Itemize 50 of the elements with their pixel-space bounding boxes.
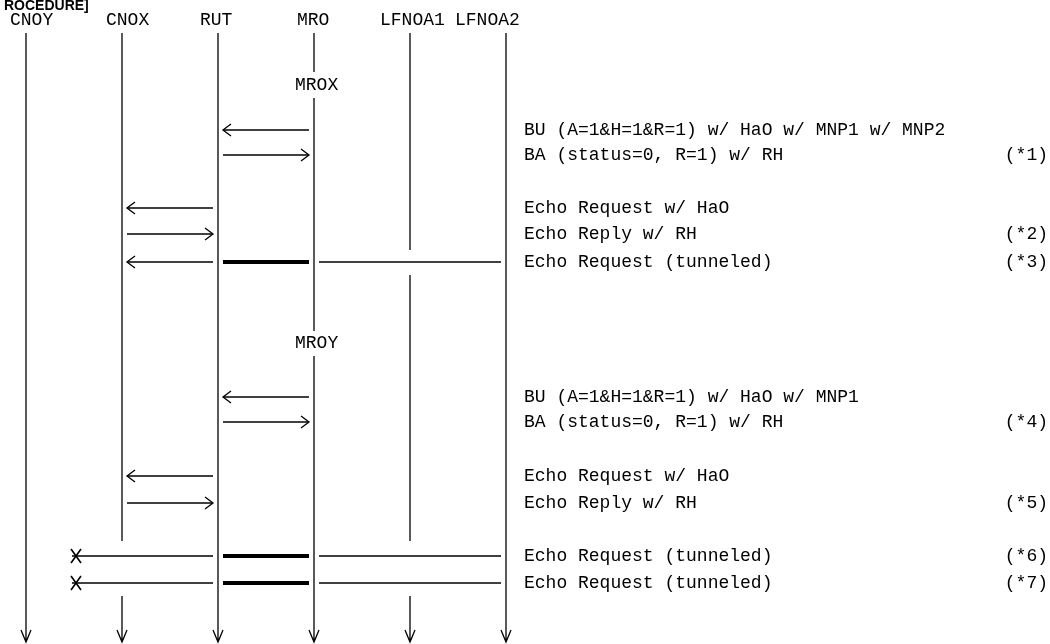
state-label: MROY [295, 332, 339, 354]
lost-message-line [70, 548, 214, 564]
message-arrow [222, 415, 310, 429]
lifeline-arrow [501, 33, 511, 642]
message-label: Echo Reply w/ RH [524, 223, 697, 245]
message-label: Echo Reply w/ RH [524, 492, 697, 514]
lifeline-arrow [21, 33, 31, 642]
note-marker: (*7) [1004, 572, 1048, 594]
tunnel-segment [223, 554, 309, 558]
note-marker: (*5) [1004, 492, 1048, 514]
message-arrow [222, 390, 310, 404]
message-arrow [126, 469, 214, 483]
lifeline-arrow [117, 596, 127, 642]
participant-label: CNOY [10, 9, 54, 31]
participant-label: CNOX [106, 9, 150, 31]
lifeline-arrow [309, 356, 319, 642]
participant-label: LFNOA1 [380, 9, 445, 31]
tunnel-segment [223, 581, 309, 585]
participant-label: LFNOA2 [455, 9, 520, 31]
lifeline-arrow [405, 596, 415, 642]
tunneled-message-arrow [126, 255, 214, 269]
message-label: Echo Request w/ HaO [524, 197, 730, 219]
message-label: Echo Request (tunneled) [524, 572, 773, 594]
message-arrow [222, 123, 310, 137]
lifeline-arrow [213, 33, 223, 642]
tunneled-message-line [318, 261, 502, 263]
heading: ROCEDURE] [4, 0, 89, 12]
tunneled-message-line [318, 582, 502, 584]
message-arrow [126, 201, 214, 215]
message-label: Echo Request (tunneled) [524, 545, 773, 567]
message-arrow [126, 496, 214, 510]
lost-message-line [70, 575, 214, 591]
message-label: BU (A=1&H=1&R=1) w/ HaO w/ MNP1 w/ MNP2 [524, 119, 946, 141]
state-label: MROX [295, 74, 339, 96]
message-arrow [126, 227, 214, 241]
message-label: BA (status=0, R=1) w/ RH [524, 144, 784, 166]
message-label: Echo Request (tunneled) [524, 251, 773, 273]
message-label: Echo Request w/ HaO [524, 465, 730, 487]
message-label: BU (A=1&H=1&R=1) w/ HaO w/ MNP1 [524, 386, 859, 408]
tunneled-message-line [318, 555, 502, 557]
note-marker: (*4) [1004, 411, 1048, 433]
message-arrow [222, 148, 310, 162]
note-marker: (*1) [1004, 144, 1048, 166]
note-marker: (*2) [1004, 223, 1048, 245]
participant-label: MRO [297, 9, 330, 31]
participant-label: RUT [200, 9, 233, 31]
tunnel-segment [223, 260, 309, 264]
message-label: BA (status=0, R=1) w/ RH [524, 411, 784, 433]
note-marker: (*6) [1004, 545, 1048, 567]
note-marker: (*3) [1004, 251, 1048, 273]
